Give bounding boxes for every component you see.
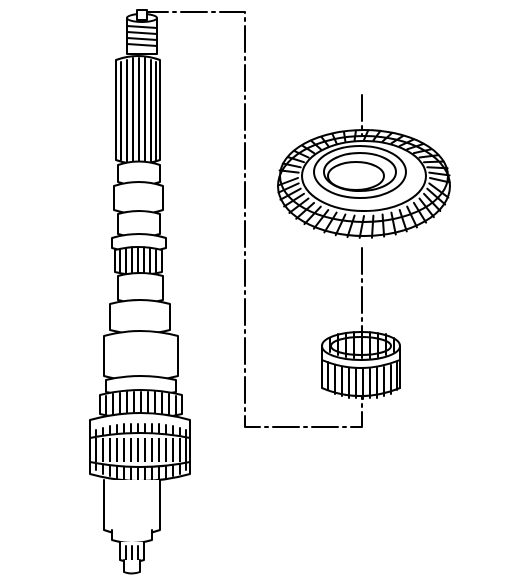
gear-tooth bbox=[358, 215, 365, 239]
gear-tooth bbox=[331, 132, 338, 145]
gear-tooth bbox=[398, 209, 408, 233]
gear-tooth bbox=[371, 214, 375, 239]
gear-rim-edge bbox=[279, 129, 449, 223]
gear-tooth bbox=[346, 214, 356, 239]
gear-tooth bbox=[418, 154, 440, 159]
gear-tooth bbox=[412, 201, 428, 224]
gear-tooth bbox=[310, 139, 322, 151]
gear-tooth bbox=[390, 211, 397, 236]
bearing-needles bbox=[327, 331, 398, 400]
gear-tooth bbox=[278, 169, 300, 174]
gear-tooth bbox=[406, 142, 425, 151]
gear-tooth bbox=[286, 156, 305, 164]
gear-tooth bbox=[279, 187, 302, 201]
gear-tooth bbox=[398, 138, 416, 147]
gear-tooth bbox=[281, 162, 302, 169]
helical-gear-teeth bbox=[277, 129, 451, 239]
gear-tooth bbox=[426, 187, 447, 206]
gear-tooth bbox=[418, 197, 435, 219]
gear-tooth bbox=[381, 213, 386, 238]
gear-tooth bbox=[423, 160, 445, 164]
gear-shaft bbox=[89, 9, 191, 575]
gear-tooth bbox=[312, 209, 330, 230]
gear-tooth bbox=[300, 144, 316, 155]
shaft-tail bbox=[103, 479, 161, 575]
gear-tooth bbox=[412, 148, 433, 155]
gear-tooth bbox=[293, 149, 310, 159]
gear-tooth bbox=[323, 211, 338, 234]
assembly-center-line bbox=[141, 11, 363, 428]
shaft-threaded-tip bbox=[126, 9, 158, 55]
gear-tooth bbox=[303, 205, 322, 226]
gear-tooth bbox=[342, 130, 347, 143]
gear-tooth bbox=[428, 171, 451, 177]
gear-tooth bbox=[353, 129, 357, 142]
shaft-integral-gear bbox=[89, 412, 191, 482]
gear-tooth bbox=[426, 166, 449, 170]
gear-tooth bbox=[283, 192, 305, 208]
helical-gear bbox=[277, 129, 451, 239]
gear-tooth bbox=[406, 205, 418, 229]
gear-tooth bbox=[320, 135, 330, 147]
shaft-journal-upper bbox=[111, 160, 167, 253]
gear-tooth bbox=[334, 213, 347, 237]
shaft-spline-section bbox=[115, 55, 161, 165]
shaft-spline-hub bbox=[114, 246, 163, 277]
gear-tooth bbox=[390, 134, 405, 145]
gear-tooth bbox=[372, 129, 382, 142]
needle-roller-bearing bbox=[321, 331, 401, 400]
gear-tooth bbox=[295, 201, 316, 220]
shaft-journal-middle bbox=[103, 272, 179, 397]
gear-tooth bbox=[363, 129, 370, 141]
gear-tooth bbox=[277, 182, 300, 194]
gear-tooth bbox=[381, 131, 394, 143]
gear-tooth bbox=[428, 182, 450, 199]
